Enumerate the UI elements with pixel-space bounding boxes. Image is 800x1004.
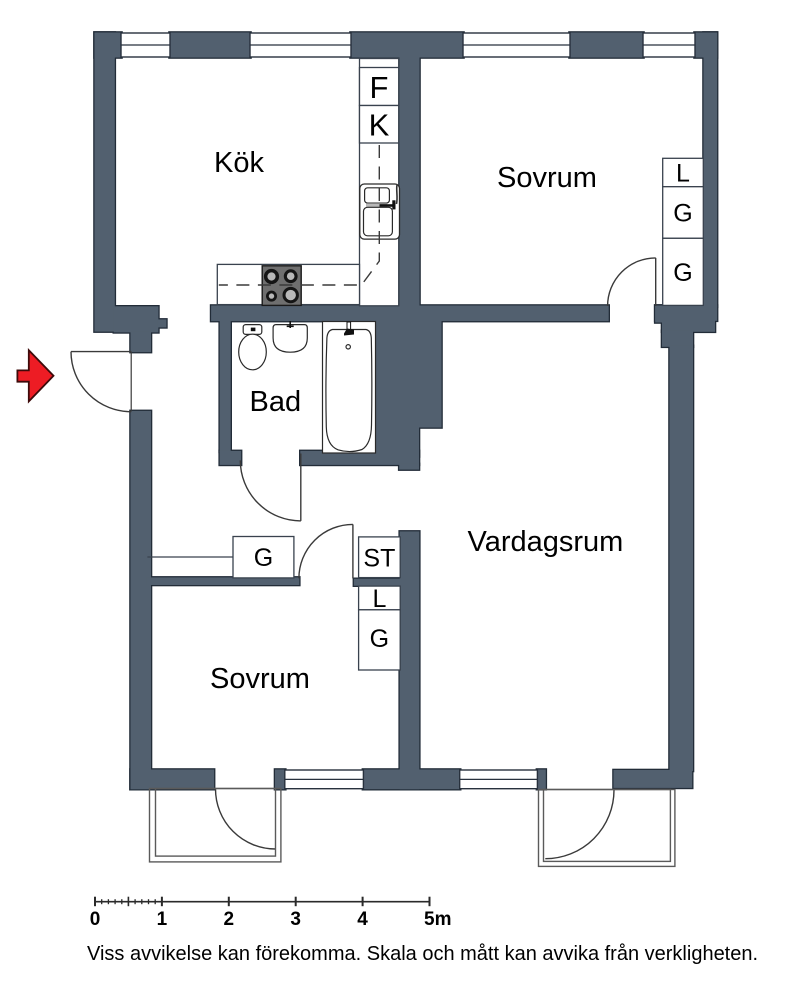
svg-text:4: 4 (357, 909, 368, 930)
svg-text:5m: 5m (424, 909, 451, 930)
svg-text:F: F (370, 70, 389, 105)
svg-text:0: 0 (90, 909, 101, 930)
svg-text:Viss avvikelse kan förekomma.: Viss avvikelse kan förekomma. Skala och … (87, 943, 758, 965)
svg-text:Kök: Kök (214, 147, 264, 179)
svg-text:Bad: Bad (250, 386, 302, 418)
svg-text:G: G (673, 200, 692, 228)
svg-text:1: 1 (157, 909, 168, 930)
svg-text:Sovrum: Sovrum (497, 162, 597, 194)
svg-text:G: G (673, 259, 692, 287)
svg-text:G: G (254, 544, 273, 572)
svg-text:G: G (370, 625, 389, 653)
svg-text:Sovrum: Sovrum (210, 663, 310, 695)
svg-text:L: L (372, 585, 386, 613)
svg-text:L: L (676, 160, 690, 188)
svg-text:ST: ST (363, 544, 395, 572)
svg-text:Vardagsrum: Vardagsrum (468, 526, 624, 558)
svg-text:K: K (369, 108, 390, 143)
svg-text:3: 3 (290, 909, 301, 930)
svg-text:2: 2 (224, 909, 235, 930)
